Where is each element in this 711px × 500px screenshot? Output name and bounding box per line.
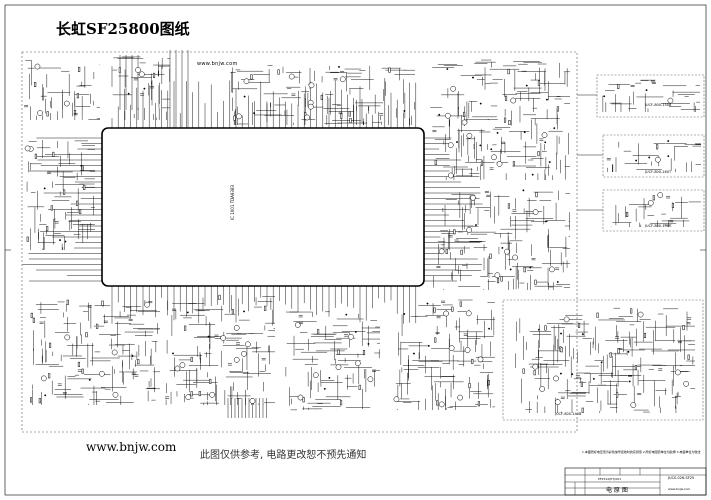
title-block-site: www.bnjw.com [668, 487, 691, 491]
circuit-wiring [25, 50, 701, 418]
main-ic-label: IC 1001 TDA9383 [230, 184, 235, 220]
schematic-title: 长虹SF25800图纸 [56, 20, 190, 38]
title-block-code: PF2512(E7)001 [598, 477, 622, 481]
subboard-1-frame [596, 74, 705, 118]
subboard-2-frame [602, 134, 705, 178]
title-block [564, 467, 707, 496]
subboard-1-label: JUCF-800-150B [645, 103, 672, 107]
circuit-components [24, 63, 692, 413]
title-block-model: JUCS-026-SF25 [668, 476, 695, 480]
main-ic-body [101, 127, 425, 287]
url-watermark-bottom: www.bnjw.com [86, 440, 177, 454]
disclaimer-text: 此图仅供参考, 电路更改恕不预先通知 [200, 450, 367, 461]
subboard-2-label: JUCF-800-160T [645, 170, 672, 174]
schematic-notes: 1.本图所标电压值为彩色信号接收时的实测值 2.所标电阻值单位为欧姆 3.电容单… [582, 450, 701, 454]
subboard-4-frame [502, 299, 704, 421]
ic-pins [22, 78, 483, 324]
drawing-frame [4, 4, 707, 496]
title-block-drawing-name: 电 原 图 [606, 487, 628, 494]
subboard-4-label: JUCF-800-140B [555, 412, 582, 416]
subboard-3-label: JUCF-800-131C [645, 224, 672, 228]
url-watermark-top: www.bnjw.com [197, 61, 238, 67]
main-board-boundary [21, 51, 578, 433]
subboard-3-frame [602, 189, 705, 232]
